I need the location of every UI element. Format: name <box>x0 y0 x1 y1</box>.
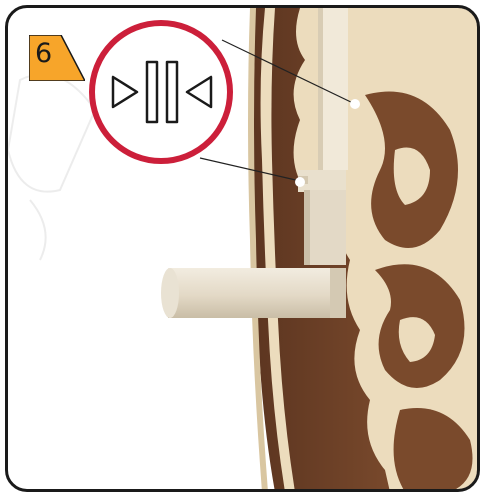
leader-dot-bottom <box>295 177 305 187</box>
wooden-plate <box>248 8 480 492</box>
callout-circle <box>92 23 230 161</box>
wooden-peg <box>161 268 346 318</box>
connector-block <box>298 170 346 265</box>
background-watermark <box>8 74 95 260</box>
step-number: 6 <box>35 34 52 74</box>
leader-dot-top <box>350 99 360 109</box>
